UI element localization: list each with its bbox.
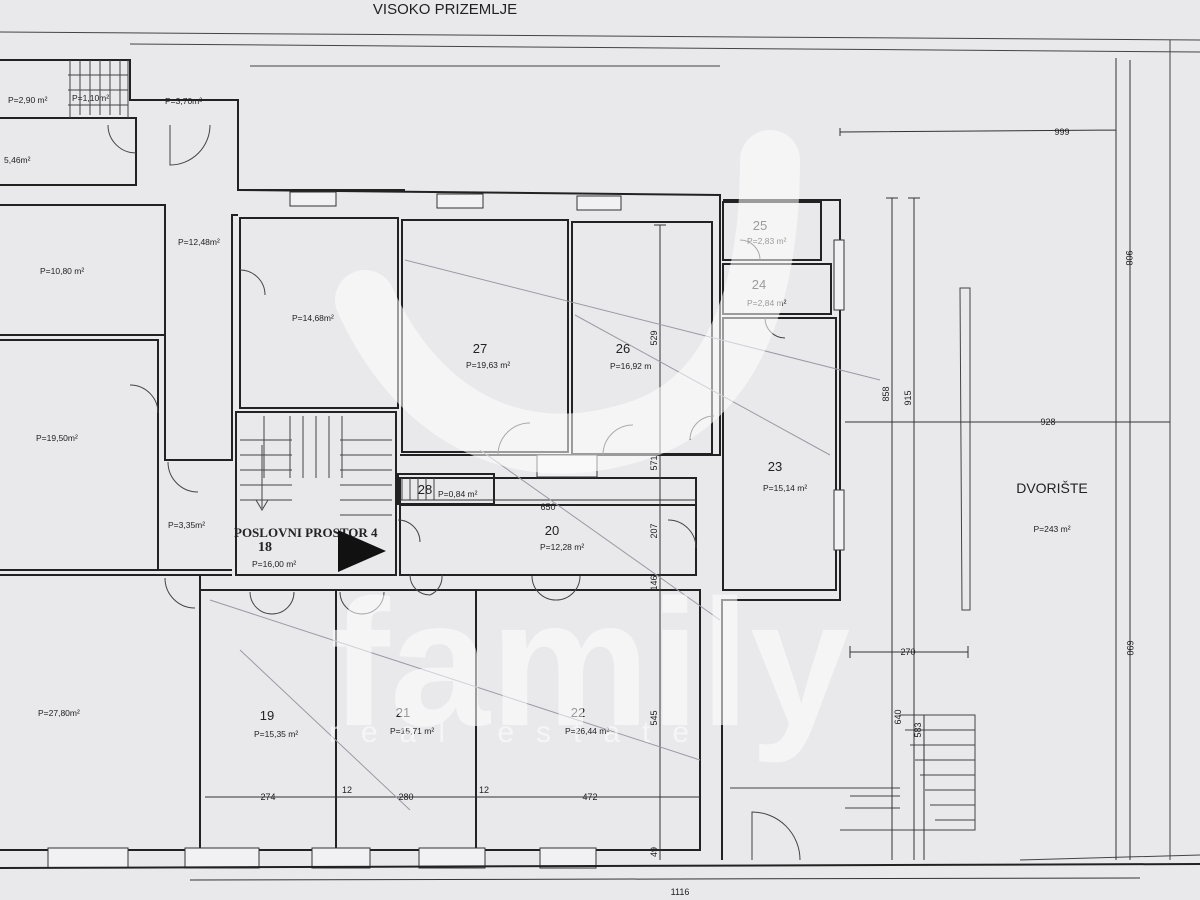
room-area: 5,46m² <box>4 155 31 165</box>
room-area: P=27,80m² <box>38 708 80 718</box>
dim-label: 571 <box>649 455 659 470</box>
dim-label: 999 <box>1054 127 1069 137</box>
room-area: P=16,92 m <box>610 361 651 371</box>
dim-label: 650 <box>540 502 555 512</box>
room-number: 21 <box>396 705 410 720</box>
room-number: 23 <box>768 459 782 474</box>
room-area: P=26,44 m² <box>565 726 609 736</box>
room-area: P=15,14 m² <box>763 483 807 493</box>
dim-label: 12 <box>342 785 352 795</box>
room-area: P=0,84 m² <box>438 489 478 499</box>
room-area: P=2,90 m² <box>8 95 48 105</box>
dim-label: 690 <box>1125 640 1135 655</box>
courtyard-edges <box>730 40 1200 861</box>
dim-label: 640 <box>893 709 903 724</box>
room-area: P=1,10m² <box>72 93 109 103</box>
courtyard-label: DVORIŠTE <box>1016 480 1088 496</box>
room-number: 27 <box>473 341 487 356</box>
dim-label: 146 <box>649 575 659 590</box>
dim-label: 858 <box>881 386 891 401</box>
room-area: P=3,35m² <box>168 520 205 530</box>
room-area: P=12,28 m² <box>540 542 584 552</box>
room-area: P=14,68m² <box>292 313 334 323</box>
room-area: P=3,70m² <box>165 96 202 106</box>
dim-label: 207 <box>649 523 659 538</box>
room-number: 26 <box>616 341 630 356</box>
room-number: 20 <box>545 523 559 538</box>
dim-label: 928 <box>1040 417 1055 427</box>
top-guidelines <box>0 31 1200 67</box>
room-area: P=12,48m² <box>178 237 220 247</box>
dim-label: 915 <box>903 390 913 405</box>
room-number: 18 <box>258 540 272 555</box>
watermark-brand: family <box>330 563 850 764</box>
dim-label: 1116 <box>671 887 690 897</box>
dim-label: 280 <box>398 792 413 802</box>
street-line <box>0 863 1200 869</box>
room-labels: P=2,90 m² P=1,10m² P=3,70m² 5,46m² P=12,… <box>4 93 1088 739</box>
exterior-stairs <box>840 714 976 831</box>
dim-label: 545 <box>649 710 659 725</box>
dimension-labels: 999 908 690 928 858 915 270 640 583 529 … <box>260 127 1135 897</box>
unit-arrow-icon <box>338 530 386 572</box>
watermark: family real estate <box>329 130 850 764</box>
dim-label: 583 <box>913 722 923 737</box>
room-area: P=16,00 m² <box>252 559 296 569</box>
dim-label: 49 <box>649 847 659 857</box>
central-stairs <box>235 411 397 576</box>
dim-label: 472 <box>582 792 597 802</box>
courtyard-area: P=243 m² <box>1033 524 1070 534</box>
dim-label: 529 <box>649 330 659 345</box>
room-number: 19 <box>260 708 274 723</box>
room-area: P=15,71 m² <box>390 726 434 736</box>
room-number: 22 <box>571 705 585 720</box>
plan-title: VISOKO PRIZEMLJE <box>373 1 517 18</box>
dim-label: 908 <box>1124 250 1134 265</box>
dimension-lines <box>189 58 1170 881</box>
watermark-sub: real estate <box>329 716 711 749</box>
room-number: 28 <box>418 482 432 497</box>
room-area: P=10,80 m² <box>40 266 84 276</box>
room-area: P=19,50m² <box>36 433 78 443</box>
brand-logo-icon <box>335 130 800 474</box>
unit-label: POSLOVNI PROSTOR 4 <box>234 525 378 540</box>
dim-label: 274 <box>260 792 275 802</box>
dim-label: 270 <box>900 647 915 657</box>
room-area: P=15,35 m² <box>254 729 298 739</box>
room-area: P=19,63 m² <box>466 360 510 370</box>
dim-label: 12 <box>479 785 489 795</box>
